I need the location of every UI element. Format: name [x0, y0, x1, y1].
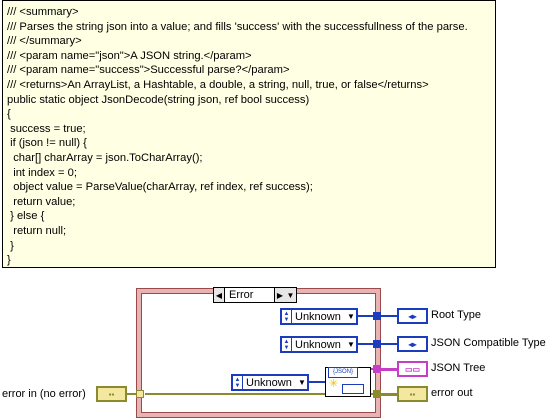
root-type-value: Unknown — [295, 310, 341, 323]
error-out-indicator[interactable]: ▪▪ — [397, 386, 428, 402]
enum-increment-icon[interactable]: ▲▼ — [282, 338, 292, 351]
root-type-label: Root Type — [431, 309, 481, 321]
chevron-down-icon[interactable]: ▼ — [347, 312, 355, 321]
enum-increment-icon[interactable]: ▲▼ — [282, 310, 292, 323]
code-line: object value = ParseValue(charArray, ref… — [7, 181, 313, 194]
star-icon: ✳ — [329, 378, 339, 390]
inner-type-enum-constant[interactable]: ▲▼ Unknown ▼ — [231, 374, 309, 391]
chevron-down-icon[interactable]: ▼ — [347, 340, 355, 349]
root-type-wire[interactable] — [358, 315, 374, 317]
case-decrement-button[interactable]: ◀ — [215, 290, 223, 300]
json-tree-indicator[interactable]: ▭▭ — [397, 361, 428, 377]
case-selector[interactable]: ◀ Error ▶ ▼ — [213, 287, 297, 303]
json-compatible-type-value: Unknown — [295, 338, 341, 351]
code-line: /// <summary> — [7, 6, 79, 18]
json-tree-out-wire[interactable] — [381, 368, 397, 371]
error-out-wire[interactable] — [381, 393, 397, 396]
code-line: return value; — [7, 195, 76, 208]
root-type-enum-constant[interactable]: ▲▼ Unknown ▼ — [280, 308, 358, 325]
code-line: /// <param name="success">Successful par… — [7, 64, 290, 77]
code-line: int index = 0; — [7, 166, 77, 179]
string-terminal-icon — [342, 384, 364, 394]
case-selector-label[interactable]: Error — [224, 288, 275, 302]
error-in-wire[interactable] — [145, 393, 325, 395]
code-line: } else { — [7, 210, 45, 223]
json-compatible-type-enum-constant[interactable]: ▲▼ Unknown ▼ — [280, 336, 358, 353]
code-line: /// </summary> — [7, 35, 82, 48]
json-tree-internal-wire[interactable] — [371, 368, 374, 370]
inner-type-wire[interactable] — [309, 381, 325, 383]
code-line: if (json != null) { — [7, 137, 87, 150]
json-tree-tunnel[interactable] — [373, 365, 381, 373]
root-type-tunnel[interactable] — [373, 312, 381, 320]
json-compatible-type-wire[interactable] — [358, 343, 374, 345]
code-line: } — [7, 239, 14, 252]
code-comment-note: /// <summary> /// Parses the string json… — [2, 0, 496, 268]
code-line: public static object JsonDecode(string j… — [7, 93, 310, 106]
json-compatible-type-label: JSON Compatible Type — [431, 337, 546, 349]
error-out-tunnel[interactable] — [373, 390, 381, 398]
code-line: /// <param name="json">A JSON string.</p… — [7, 49, 252, 62]
error-internal-wire[interactable] — [371, 393, 374, 395]
json-compatible-type-tunnel[interactable] — [373, 340, 381, 348]
json-compatible-type-indicator[interactable]: ◂▸ — [397, 336, 428, 352]
root-type-indicator[interactable]: ◂▸ — [397, 308, 428, 324]
error-in-label: error in (no error) — [2, 388, 86, 400]
json-tree-label: JSON Tree — [431, 362, 486, 374]
code-line: /// <returns>An ArrayList, a Hashtable, … — [7, 78, 429, 91]
json-badge: {JSON} — [328, 367, 358, 378]
chevron-down-icon[interactable]: ▼ — [298, 378, 306, 387]
error-in-tunnel[interactable] — [136, 390, 144, 398]
root-type-out-wire[interactable] — [381, 315, 397, 317]
error-in-source-wire[interactable] — [127, 393, 137, 395]
json-compatible-type-out-wire[interactable] — [381, 343, 397, 345]
code-line: { — [7, 108, 11, 121]
case-increment-button[interactable]: ▶ — [276, 290, 284, 300]
code-line: } — [7, 254, 11, 267]
error-out-label: error out — [431, 387, 473, 399]
case-dropdown-icon[interactable]: ▼ — [286, 290, 295, 300]
error-in-control[interactable]: ▪▪ — [96, 386, 127, 402]
code-line: return null; — [7, 224, 67, 237]
code-line: char[] charArray = json.ToCharArray(); — [7, 151, 203, 164]
enum-increment-icon[interactable]: ▲▼ — [233, 376, 243, 389]
code-line: success = true; — [7, 122, 86, 135]
json-decode-subvi[interactable]: {JSON} ✳ — [325, 367, 371, 397]
inner-type-value: Unknown — [246, 376, 292, 389]
code-line: /// Parses the string json into a value;… — [7, 20, 468, 33]
